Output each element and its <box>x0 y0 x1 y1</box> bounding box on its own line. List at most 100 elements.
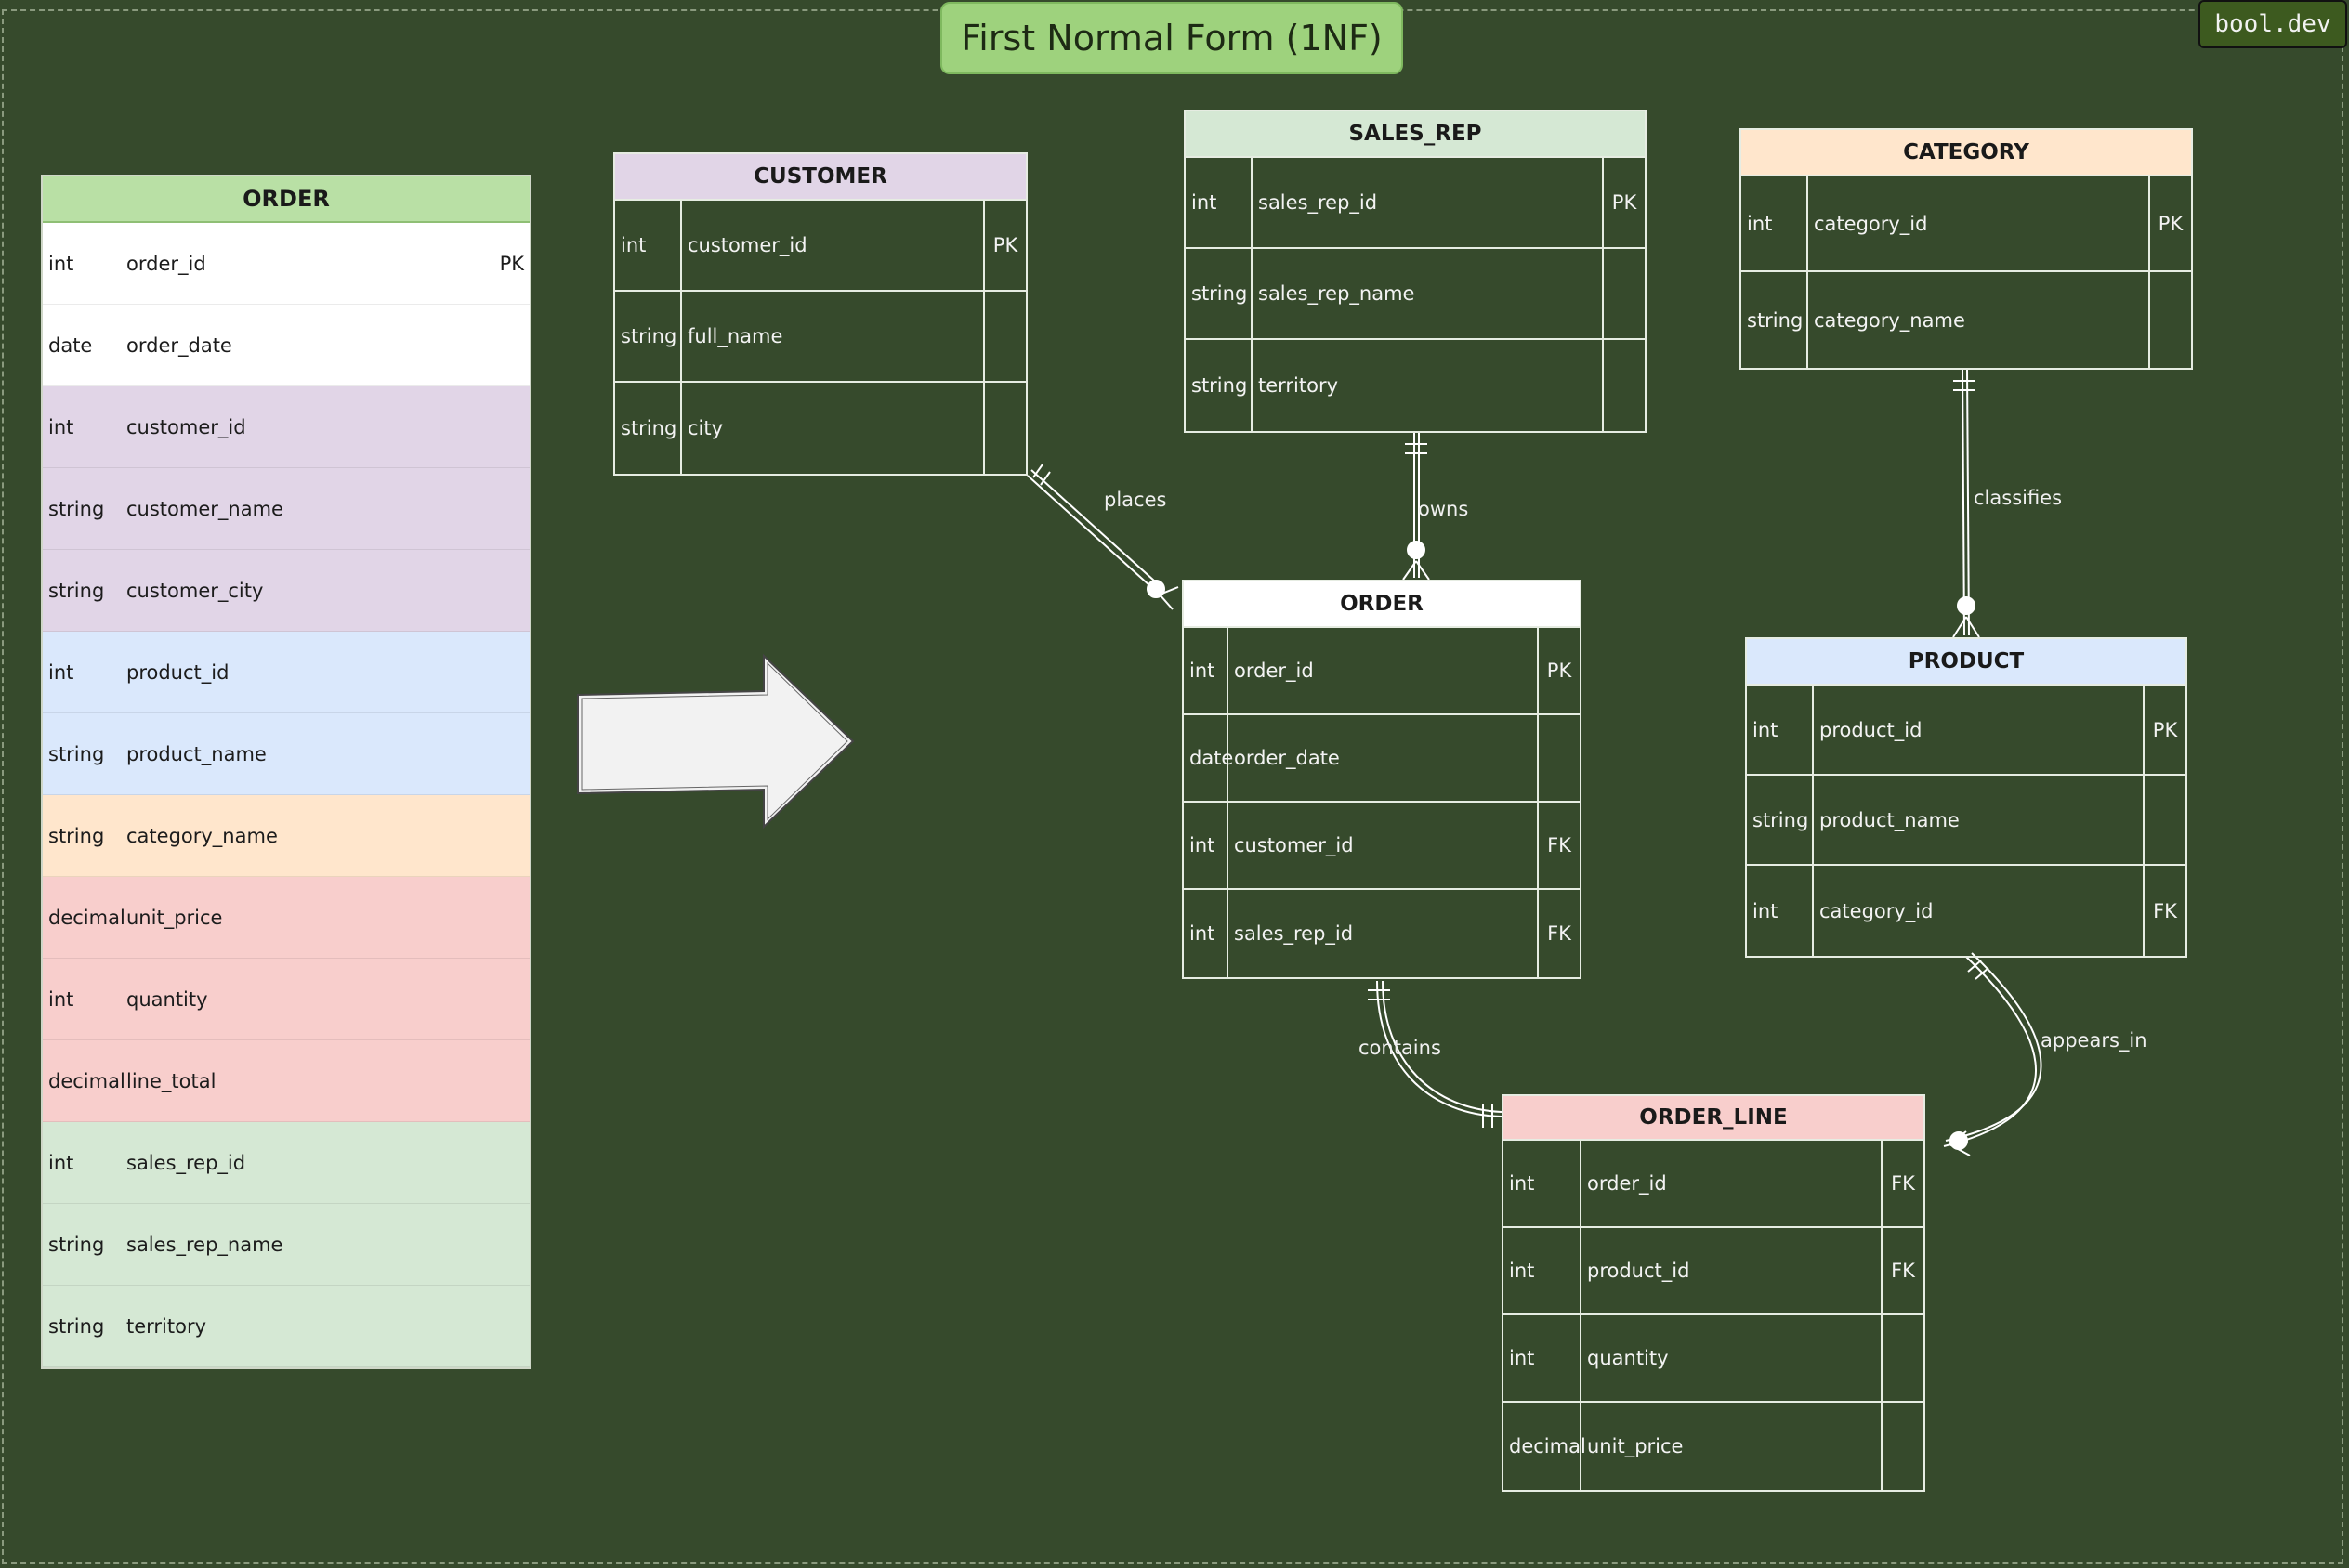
transform-arrow <box>577 653 855 830</box>
flat-table-title: ORDER <box>43 176 530 223</box>
column-name: order_date <box>1228 715 1539 801</box>
column-name: unit_price <box>126 906 223 929</box>
entity-title: CATEGORY <box>1741 130 2191 176</box>
column-type: date <box>1184 715 1233 801</box>
column-type: int <box>1747 686 1814 774</box>
column-type: string <box>48 579 105 602</box>
column-name: customer_id <box>126 415 246 438</box>
diagram-title: First Normal Form (1NF) <box>940 2 1403 74</box>
label-owns: owns <box>1418 498 1469 520</box>
column-key: PK <box>2158 212 2184 235</box>
column-type: decimal <box>1503 1403 1586 1490</box>
label-places: places <box>1104 489 1167 511</box>
column-key <box>2150 272 2191 368</box>
column-name: order_id <box>1581 1141 1883 1226</box>
column-type: string <box>1747 776 1814 864</box>
column-name: category_id <box>1808 176 2150 270</box>
column-key: PK <box>1546 660 1572 682</box>
column-key <box>1604 340 1645 431</box>
column-name: full_name <box>682 292 985 381</box>
column-key: FK <box>1547 834 1571 856</box>
column-type: int <box>1184 803 1228 888</box>
column-name: product_name <box>126 742 267 765</box>
column-name: territory <box>1253 340 1604 431</box>
column-name: sales_rep_name <box>1253 249 1604 338</box>
label-appears-in: appears_in <box>2041 1029 2147 1052</box>
column-type: int <box>1186 158 1253 247</box>
column-type: string <box>1741 272 1808 368</box>
rel-appears-in-line <box>1943 952 2042 1156</box>
column-type: string <box>1186 340 1253 431</box>
rel-contains-line <box>1368 980 1503 1128</box>
column-name: product_name <box>1814 776 2145 864</box>
column-name: category_name <box>1808 272 2150 368</box>
column-name: quantity <box>126 987 208 1011</box>
entity-title: SALES_REP <box>1186 111 1645 158</box>
column-key: FK <box>1547 922 1571 945</box>
column-name: product_id <box>1581 1228 1883 1313</box>
column-type: string <box>48 497 105 520</box>
column-type: int <box>48 415 74 438</box>
column-name: customer_city <box>126 579 264 602</box>
entity-title: ORDER <box>1184 581 1580 628</box>
rel-owns-line <box>1402 433 1430 581</box>
entity-title: ORDER_LINE <box>1503 1096 1923 1141</box>
column-key: FK <box>1891 1172 1915 1195</box>
column-name: sales_rep_id <box>1253 158 1604 247</box>
column-type: string <box>48 1314 105 1338</box>
column-type: int <box>48 660 74 684</box>
brand-badge: bool.dev <box>2198 0 2347 48</box>
column-name: order_id <box>126 252 206 275</box>
column-name: category_id <box>1814 866 2145 956</box>
column-key: PK <box>499 252 524 275</box>
column-name: unit_price <box>1581 1403 1883 1490</box>
column-name: product_id <box>126 660 230 684</box>
column-key: PK <box>992 234 1018 256</box>
column-key <box>1883 1315 1923 1401</box>
column-name: category_name <box>126 824 278 847</box>
column-name: order_date <box>126 333 232 357</box>
column-type: int <box>1503 1141 1581 1226</box>
column-key: FK <box>2153 899 2177 922</box>
column-name: sales_rep_id <box>126 1151 246 1174</box>
column-type: string <box>48 1233 105 1256</box>
flat-row-customer-city: string customer_city <box>43 550 530 632</box>
column-type: int <box>1184 890 1228 977</box>
column-name: customer_id <box>1228 803 1539 888</box>
column-type: int <box>48 252 74 275</box>
column-type: int <box>1503 1228 1581 1313</box>
rel-classifies-line <box>1952 369 1980 638</box>
column-key <box>1883 1403 1923 1490</box>
label-contains: contains <box>1358 1037 1441 1059</box>
column-type: string <box>1186 249 1253 338</box>
entity-title: CUSTOMER <box>615 154 1026 201</box>
column-key <box>1604 249 1645 338</box>
